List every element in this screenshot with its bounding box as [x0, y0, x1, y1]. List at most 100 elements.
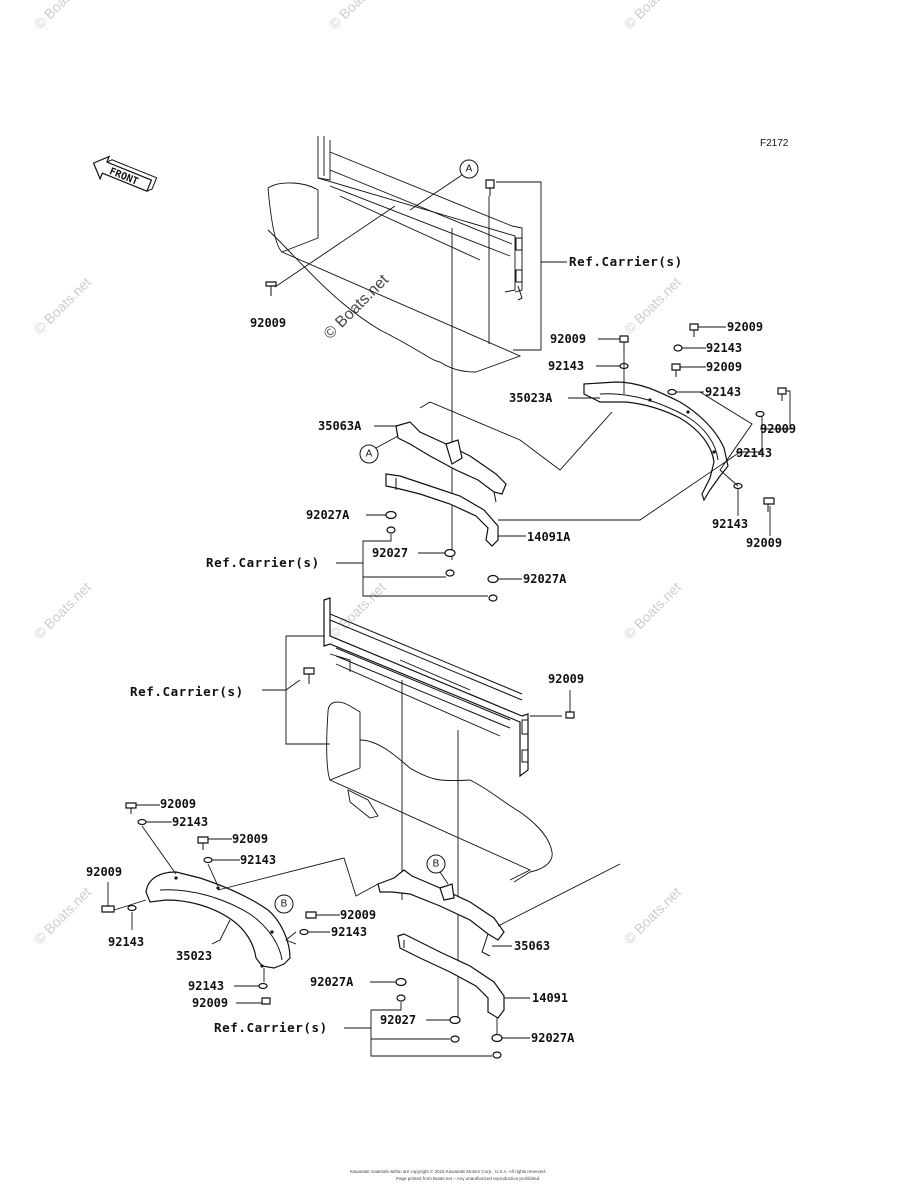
screw-icon: [671, 363, 681, 377]
watermark-text: © Boats.net: [621, 0, 684, 32]
part-label-92143: 92143: [706, 341, 742, 355]
screw-icon: [689, 323, 699, 337]
screw-icon: [125, 802, 137, 814]
part-label-92009: 92009: [232, 832, 268, 846]
part-label-92027: 92027: [380, 1013, 416, 1027]
leader-line: [274, 205, 396, 288]
watermark-text: © Boats.net: [326, 0, 389, 32]
callout-a: A: [359, 435, 399, 464]
copyright-line-2: Page printed from Boats.net – Any unauth…: [396, 1176, 540, 1181]
nut-icon: [445, 569, 455, 577]
nut-icon: [395, 977, 407, 987]
watermark-text: © Boats.net: [31, 579, 94, 642]
ref-carrier-bracket-upper: Ref.Carrier(s): [496, 181, 683, 351]
figure-code: F2172: [760, 138, 789, 149]
ref-carrier-label: Ref.Carrier(s): [130, 684, 244, 699]
part-label-92009: 92009: [550, 332, 586, 346]
part-label-92027a: 92027A: [306, 508, 350, 522]
ref-carrier-label: Ref.Carrier(s): [214, 1020, 328, 1035]
part-label-92027a: 92027A: [531, 1031, 575, 1045]
cover-35023a: [583, 381, 729, 502]
part-label-92009: 92009: [746, 536, 782, 550]
washer-icon: [127, 904, 137, 912]
leader-line: [699, 391, 753, 487]
part-label-92143: 92143: [705, 385, 741, 399]
part-label-92143: 92143: [712, 517, 748, 531]
part-label-35063a: 35063A: [318, 419, 362, 433]
leader-line: [113, 899, 147, 911]
part-label-92143: 92143: [736, 446, 772, 460]
part-label-92027a: 92027A: [310, 975, 354, 989]
part-label-92143: 92143: [172, 815, 208, 829]
watermark-text: © Boats.net: [31, 274, 94, 337]
part-label-92009: 92009: [548, 672, 584, 686]
callout-a: A: [409, 159, 479, 211]
nut-icon: [487, 574, 499, 584]
watermark-text: © Boats.net: [31, 0, 94, 32]
washer-icon: [299, 928, 309, 936]
ref-carrier-bracket-mid: Ref.Carrier(s): [206, 534, 488, 597]
part-label-35023a: 35023A: [509, 391, 553, 405]
part-label-92009: 92009: [250, 316, 286, 330]
leader-line: [211, 919, 231, 945]
leader-line: [497, 863, 621, 927]
screw-icon: [777, 387, 787, 401]
leader-line: [419, 401, 613, 471]
callout-b: B: [274, 894, 294, 914]
part-label-92143: 92143: [331, 925, 367, 939]
washer-icon: [673, 344, 683, 352]
part-label-92009: 92009: [727, 320, 763, 334]
screw-icon: [265, 281, 277, 296]
leader-line: [141, 825, 177, 875]
copyright-line-1: Kawasaki materials within are copyright …: [350, 1168, 546, 1174]
screw-icon: [565, 711, 575, 719]
part-label-92143: 92143: [240, 853, 276, 867]
callout-b-label: B: [281, 899, 288, 910]
screw-icon: [305, 911, 317, 919]
screw-icon: [303, 667, 315, 684]
watermark-text: © Boats.net: [621, 884, 684, 947]
part-label-35063: 35063: [514, 939, 550, 953]
part-label-92027: 92027: [372, 546, 408, 560]
screw-icon: [197, 836, 209, 850]
nut-icon: [444, 548, 456, 558]
callout-b: B: [426, 854, 449, 885]
screw-icon: [485, 179, 495, 196]
watermark-text: © Boats.net: [326, 579, 389, 642]
screw-icon: [261, 997, 271, 1005]
nut-icon: [385, 510, 397, 520]
washer-icon: [203, 856, 213, 864]
leader-line: [760, 390, 791, 430]
washer-icon: [667, 388, 677, 396]
front-arrow-icon: FRONT: [92, 155, 158, 192]
leader-line: [217, 857, 379, 897]
nut-icon: [491, 1033, 503, 1043]
leader-line: [498, 451, 741, 521]
leader-line: [207, 863, 219, 887]
nut-icon: [396, 994, 406, 1002]
callout-a-label: A: [466, 164, 473, 175]
part-label-14091a: 14091A: [527, 530, 571, 544]
part-label-92009: 92009: [160, 797, 196, 811]
nut-icon: [449, 1015, 461, 1025]
screw-icon: [763, 497, 775, 512]
part-label-92143: 92143: [108, 935, 144, 949]
ref-carrier-label: Ref.Carrier(s): [569, 254, 683, 269]
part-label-14091: 14091: [532, 991, 568, 1005]
nut-icon: [492, 1051, 502, 1059]
part-label-92143: 92143: [548, 359, 584, 373]
upper-cargo-bed: [267, 136, 523, 373]
watermark-text: © Boats.net: [621, 274, 684, 337]
watermark-dark-text: © Boats.net: [321, 271, 393, 343]
guard-14091: [397, 933, 505, 1019]
watermark-text: © Boats.net: [621, 579, 684, 642]
bracket-35063: [377, 869, 505, 957]
lower-cargo-bed: [323, 597, 553, 883]
washer-icon: [137, 818, 147, 826]
cover-35023: [145, 871, 291, 969]
nut-icon: [488, 594, 498, 602]
ref-carrier-label: Ref.Carrier(s): [206, 555, 320, 570]
callout-a-label: A: [366, 449, 373, 460]
nut-icon: [386, 526, 396, 534]
guard-14091a: [385, 473, 499, 547]
